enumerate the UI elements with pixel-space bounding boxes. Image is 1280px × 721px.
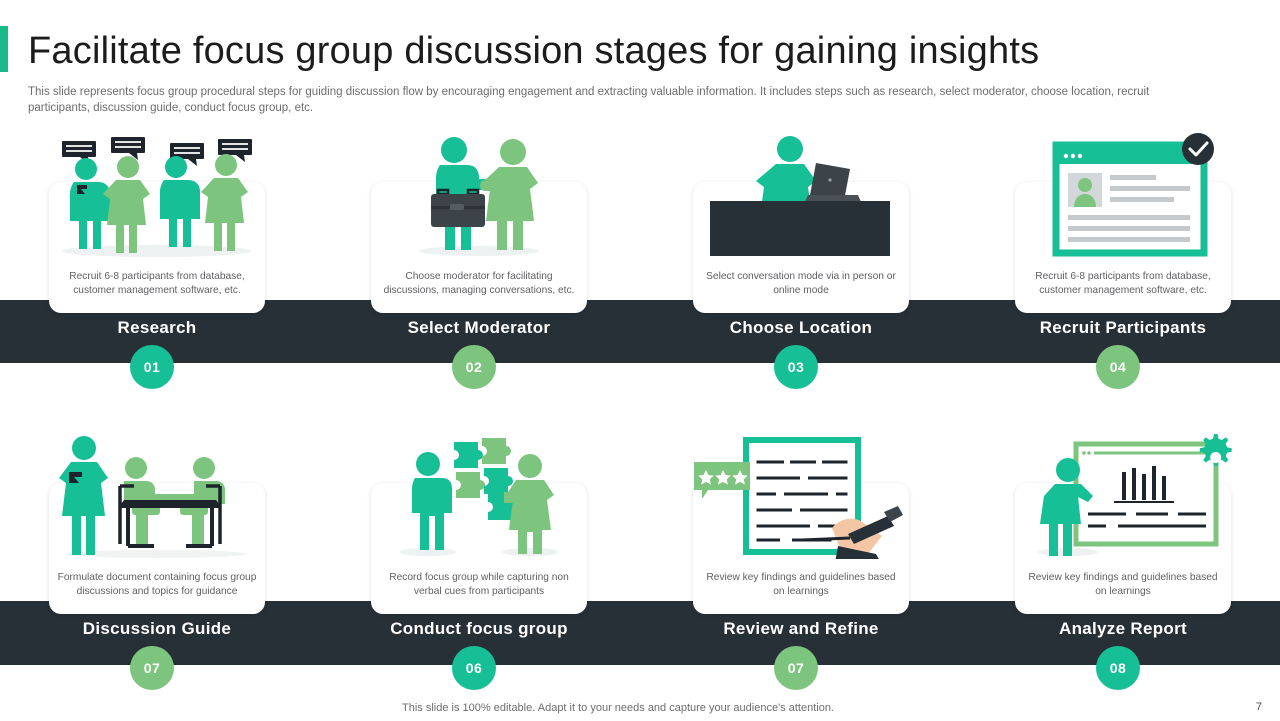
step-title: Recruit Participants — [1039, 318, 1207, 337]
step-description: Select conversation mode via in person o… — [706, 271, 896, 296]
step-description: Recruit 6-8 participants from database, … — [1035, 271, 1211, 296]
page-title: Facilitate focus group discussion stages… — [28, 30, 1040, 72]
step-card-body: Review key findings and guidelines based… — [1015, 483, 1231, 614]
page-subtitle: This slide represents focus group proced… — [28, 86, 1150, 114]
step-number-badge: 07 — [774, 646, 818, 690]
step-card-body: Review key findings and guidelines based… — [693, 483, 909, 614]
page-number: 7 — [1255, 701, 1262, 713]
step-description: Review key findings and guidelines based… — [706, 572, 896, 597]
footer-note: This slide is 100% editable. Adapt it to… — [402, 702, 834, 714]
step-title: Conduct focus group — [390, 619, 568, 638]
step-title: Select Moderator — [407, 318, 551, 337]
step-number-badge: 08 — [1096, 646, 1140, 690]
step-card-body: Select conversation mode via in person o… — [693, 182, 909, 313]
step-card-body: Choose moderator for facilitating discus… — [371, 182, 587, 313]
step-card-body: Recruit 6-8 participants from database, … — [1015, 182, 1231, 313]
step-number-badge: 07 — [130, 646, 174, 690]
step-number-badge: 02 — [452, 345, 496, 389]
step-card-body: Recruit 6-8 participants from database, … — [49, 182, 265, 313]
step-description: Choose moderator for facilitating discus… — [383, 271, 575, 296]
step-title: Analyze Report — [1059, 619, 1187, 638]
step-card-body: Formulate document containing focus grou… — [49, 483, 265, 614]
step-number-badge: 06 — [452, 646, 496, 690]
step-description: Recruit 6-8 participants from database, … — [69, 271, 245, 296]
step-description: Review key findings and guidelines based… — [1028, 572, 1218, 597]
step-description: Record focus group while capturing non v… — [389, 572, 569, 597]
step-number-badge: 04 — [1096, 345, 1140, 389]
step-title: Discussion Guide — [82, 619, 232, 638]
step-number-badge: 03 — [774, 345, 818, 389]
step-description: Formulate document containing focus grou… — [57, 572, 257, 597]
step-card-body: Record focus group while capturing non v… — [371, 483, 587, 614]
step-number-badge: 01 — [130, 345, 174, 389]
step-title: Review and Refine — [723, 619, 879, 638]
title-accent-bar — [0, 26, 8, 72]
step-title: Research — [117, 318, 197, 337]
step-title: Choose Location — [729, 318, 873, 337]
